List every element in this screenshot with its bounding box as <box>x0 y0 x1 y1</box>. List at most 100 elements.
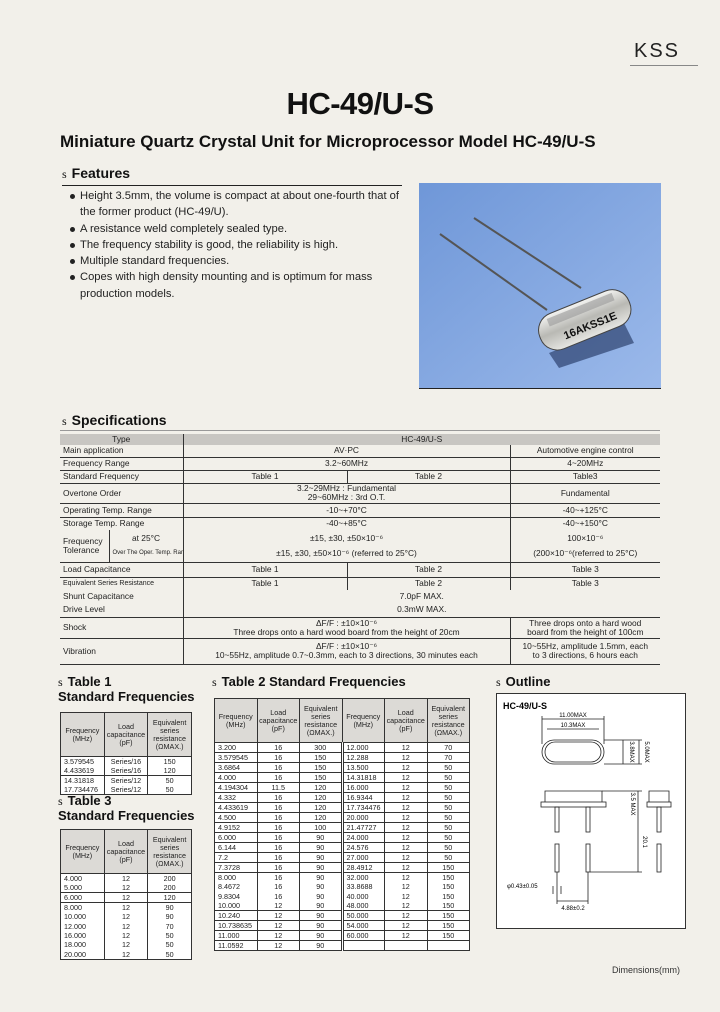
table-cell: 50 <box>426 812 470 823</box>
table-cell: 50 <box>147 785 192 795</box>
table-cell: 14.31818 <box>60 775 105 785</box>
table-cell: 13.500 <box>340 762 385 773</box>
spec-value: -40~+125°C <box>510 503 661 518</box>
spec-value: Table 1 <box>183 577 348 590</box>
table-cell: 16 <box>256 832 300 843</box>
product-photo: 16AKSS1E <box>419 183 661 388</box>
table-cell: 16 <box>256 772 300 783</box>
table-cell: 33.8688 <box>340 882 385 892</box>
spec-sublabel: at 25°C <box>109 530 184 546</box>
spec-line: board from the height of 100cm <box>527 626 644 637</box>
crystal-can: 16AKSS1E <box>538 289 632 351</box>
table-cell: 16 <box>256 842 300 853</box>
features-heading-text: Features <box>71 165 131 181</box>
dim-label: 20.1 <box>641 836 647 848</box>
lead-wire <box>439 233 548 311</box>
table-cell: 54.000 <box>340 920 385 931</box>
table-cell: 16 <box>256 802 300 813</box>
spec-value: Table 3 <box>571 578 599 589</box>
spec-value: Table 2 <box>347 562 511 578</box>
table-cell: 5.000 <box>60 883 105 893</box>
table-cell: 3.579545 <box>60 756 105 766</box>
table-cell: 4.433619 <box>214 802 258 813</box>
table-cell: 150 <box>426 930 470 941</box>
section-marker: s <box>496 675 501 689</box>
table-cell: 12 <box>103 940 149 950</box>
table-cell: 16 <box>256 862 300 873</box>
table-cell: Series/16 <box>103 756 149 766</box>
feature-item: Multiple standard frequencies. <box>70 253 410 269</box>
table-cell: 16 <box>256 872 300 882</box>
section-marker: s <box>62 167 67 181</box>
table-cell: 16 <box>256 822 300 833</box>
table-cell: 16 <box>256 762 300 773</box>
table-cell: 12 <box>103 921 149 931</box>
spec-value: Table3 <box>510 470 661 484</box>
dim-label: 11.00MAX <box>559 713 587 719</box>
spec-label: Equivalent Series Resistance <box>60 577 184 590</box>
table-cell: 12 <box>384 872 428 882</box>
table-cell: 18.000 <box>60 940 105 950</box>
column-header: Equivalent series resistance (ΩMAX.) <box>147 712 192 757</box>
table-cell: 16 <box>256 812 300 823</box>
spec-value: -10~+70°C <box>183 503 511 518</box>
table-cell: 90 <box>299 872 343 882</box>
feature-item: The frequency stability is good, the rel… <box>70 237 410 253</box>
table-cell: 12 <box>256 910 300 921</box>
table2: Frequency (MHz)Load capacitance (pF)Equi… <box>214 698 470 951</box>
divider <box>62 185 402 186</box>
table-cell: 12 <box>384 782 428 793</box>
feature-item: Height 3.5mm, the volume is compact at a… <box>70 188 410 221</box>
table-cell: 12 <box>384 802 428 813</box>
table-cell: 17.734476 <box>340 802 385 813</box>
table-cell: 100 <box>299 822 343 833</box>
table-cell: 150 <box>426 872 470 882</box>
table-cell: 12 <box>384 752 428 763</box>
table-cell: 11.0592 <box>214 940 258 951</box>
table-cell: 90 <box>299 882 343 892</box>
spec-value: 4~20MHz <box>510 457 661 471</box>
type-value: HC-49/U-S <box>183 434 661 445</box>
spec-label: Shock <box>60 617 184 639</box>
table-cell: 16 <box>256 792 300 803</box>
table-cell: 10.000 <box>60 912 105 922</box>
table-cell <box>426 940 470 951</box>
table-cell: 12.000 <box>340 742 385 753</box>
table-cell: 4.000 <box>60 873 105 883</box>
spec-value: 3.2~60MHz <box>183 457 511 471</box>
table-cell: 10.738635 <box>214 920 258 931</box>
lead-wire <box>473 217 582 289</box>
outline-model: HC-49/U-S <box>503 701 547 711</box>
table-cell: 4.433619 <box>60 766 105 776</box>
table-cell: 32.000 <box>340 872 385 882</box>
table-cell: 12 <box>256 900 300 911</box>
feature-item: A resistance weld completely sealed type… <box>70 221 410 237</box>
table-cell: 50 <box>426 842 470 853</box>
table-cell: 12 <box>384 852 428 863</box>
table-cell: 90 <box>299 852 343 863</box>
table-cell: 10.240 <box>214 910 258 921</box>
table-cell: 70 <box>426 752 470 763</box>
section-marker: s <box>58 794 63 808</box>
table-cell: 60.000 <box>340 930 385 941</box>
table-cell: 10.000 <box>214 900 258 911</box>
column-header: Load capacitance (pF) <box>103 712 149 757</box>
dim-label: φ0.43±0.05 <box>507 884 538 890</box>
column-header: Load capacitance (pF) <box>103 829 149 874</box>
table-cell: 12 <box>384 842 428 853</box>
table-cell: 28.4912 <box>340 862 385 873</box>
table-cell: 120 <box>147 766 192 776</box>
table-cell: 12 <box>103 873 149 883</box>
